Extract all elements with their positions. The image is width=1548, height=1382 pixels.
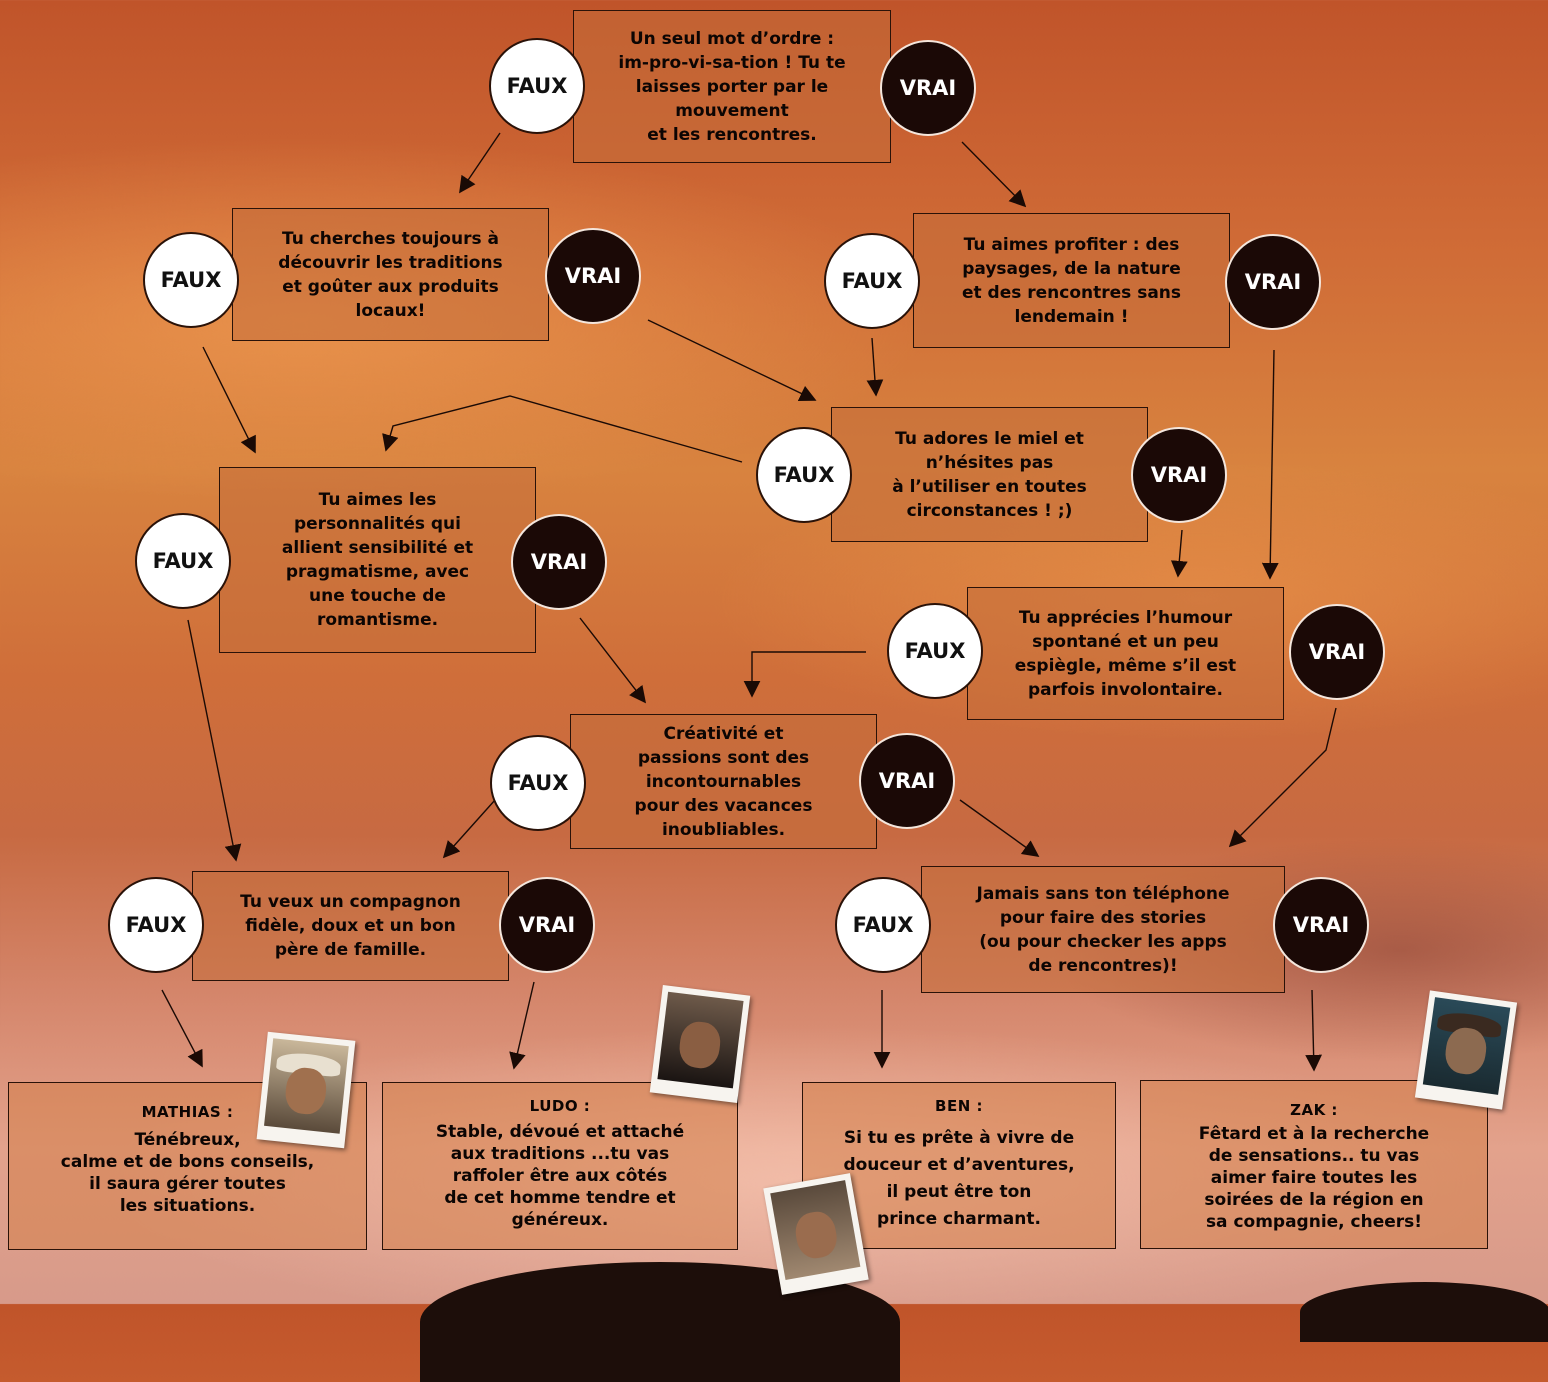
vrai-bubble: VRAI	[545, 228, 641, 324]
result-name: BEN :	[935, 1097, 983, 1115]
vrai-bubble: VRAI	[1273, 877, 1369, 973]
arrow	[959, 799, 1040, 857]
faux-bubble: FAUX	[108, 877, 204, 973]
vrai-bubble: VRAI	[880, 40, 976, 136]
result-box-zak: ZAK : Fêtard et à la recherche de sensat…	[1140, 1080, 1488, 1249]
result-name: MATHIAS :	[141, 1103, 234, 1121]
question-box-personnalites: Tu aimes les personnalités qui allient s…	[219, 467, 536, 653]
vrai-bubble: VRAI	[499, 877, 595, 973]
arrow	[647, 319, 817, 402]
question-box-improvisation: Un seul mot d’ordre : im-pro-vi-sa-tion …	[573, 10, 891, 163]
result-description: Ténébreux, calme et de bons conseils, il…	[60, 1130, 315, 1216]
flow-arrows	[161, 132, 1337, 1072]
arrow	[579, 617, 647, 704]
arrow	[442, 799, 496, 859]
photo-ben	[763, 1173, 869, 1295]
photo-mathias	[256, 1031, 356, 1149]
question-text: Tu adores le miel et n’hésites pas à l’u…	[892, 428, 1087, 521]
arrow	[1228, 707, 1337, 848]
arrow	[1305, 989, 1323, 1072]
arrow	[1170, 529, 1188, 578]
vrai-bubble: VRAI	[1131, 427, 1227, 523]
portrait-image	[657, 991, 744, 1089]
arrow	[161, 989, 203, 1068]
question-box-profiter: Tu aimes profiter : des paysages, de la …	[913, 213, 1230, 348]
question-box-humour: Tu apprécies l’humour spontané et un peu…	[967, 587, 1284, 720]
result-box-ludo: LUDO : Stable, dévoué et attaché aux tra…	[382, 1082, 738, 1250]
arrow	[961, 141, 1027, 208]
faux-bubble: FAUX	[135, 513, 231, 609]
question-text: Tu veux un compagnon fidèle, doux et un …	[240, 892, 461, 960]
arrow	[187, 619, 242, 862]
question-text: Tu cherches toujours à découvrir les tra…	[278, 228, 503, 321]
vrai-bubble: VRAI	[511, 514, 607, 610]
portrait-image	[1422, 997, 1511, 1095]
question-box-traditions: Tu cherches toujours à découvrir les tra…	[232, 208, 549, 341]
result-name: ZAK :	[1290, 1101, 1338, 1119]
faux-bubble: FAUX	[835, 877, 931, 973]
arrow	[382, 395, 743, 463]
photo-ludo	[649, 985, 751, 1103]
result-name: LUDO :	[529, 1097, 591, 1115]
portrait-image	[770, 1180, 861, 1280]
arrow	[509, 981, 535, 1070]
arrow	[1261, 349, 1279, 580]
question-box-miel: Tu adores le miel et n’hésites pas à l’u…	[831, 407, 1148, 542]
question-text: Un seul mot d’ordre : im-pro-vi-sa-tion …	[618, 28, 846, 145]
question-text: Créativité et passions sont des incontou…	[634, 723, 813, 840]
vrai-bubble: VRAI	[1289, 604, 1385, 700]
faux-bubble: FAUX	[143, 232, 239, 328]
arrow	[202, 346, 256, 454]
vrai-bubble: VRAI	[859, 733, 955, 829]
question-box-telephone: Jamais sans ton téléphone pour faire des…	[921, 866, 1285, 993]
question-box-creativite: Créativité et passions sont des incontou…	[570, 714, 877, 849]
arrow	[459, 132, 501, 194]
faux-bubble: FAUX	[490, 735, 586, 831]
faux-bubble: FAUX	[489, 38, 585, 134]
arrow	[866, 337, 884, 397]
portrait-image	[264, 1038, 349, 1134]
faux-bubble: FAUX	[756, 427, 852, 523]
question-text: Tu apprécies l’humour spontané et un peu…	[1014, 607, 1237, 700]
faux-bubble: FAUX	[887, 603, 983, 699]
question-text: Jamais sans ton téléphone pour faire des…	[976, 883, 1230, 976]
result-description: Si tu es prête à vivre de douceur et d’a…	[843, 1128, 1075, 1229]
question-text: Tu aimes les personnalités qui allient s…	[281, 490, 474, 630]
question-box-compagnon: Tu veux un compagnon fidèle, doux et un …	[192, 871, 509, 981]
result-description: Fêtard et à la recherche de sensations..…	[1198, 1124, 1430, 1232]
faux-bubble: FAUX	[824, 233, 920, 329]
arrow	[743, 651, 866, 698]
vrai-bubble: VRAI	[1225, 234, 1321, 330]
question-text: Tu aimes profiter : des paysages, de la …	[961, 234, 1182, 327]
result-description: Stable, dévoué et attaché aux traditions…	[435, 1122, 685, 1230]
photo-zak	[1414, 990, 1518, 1110]
